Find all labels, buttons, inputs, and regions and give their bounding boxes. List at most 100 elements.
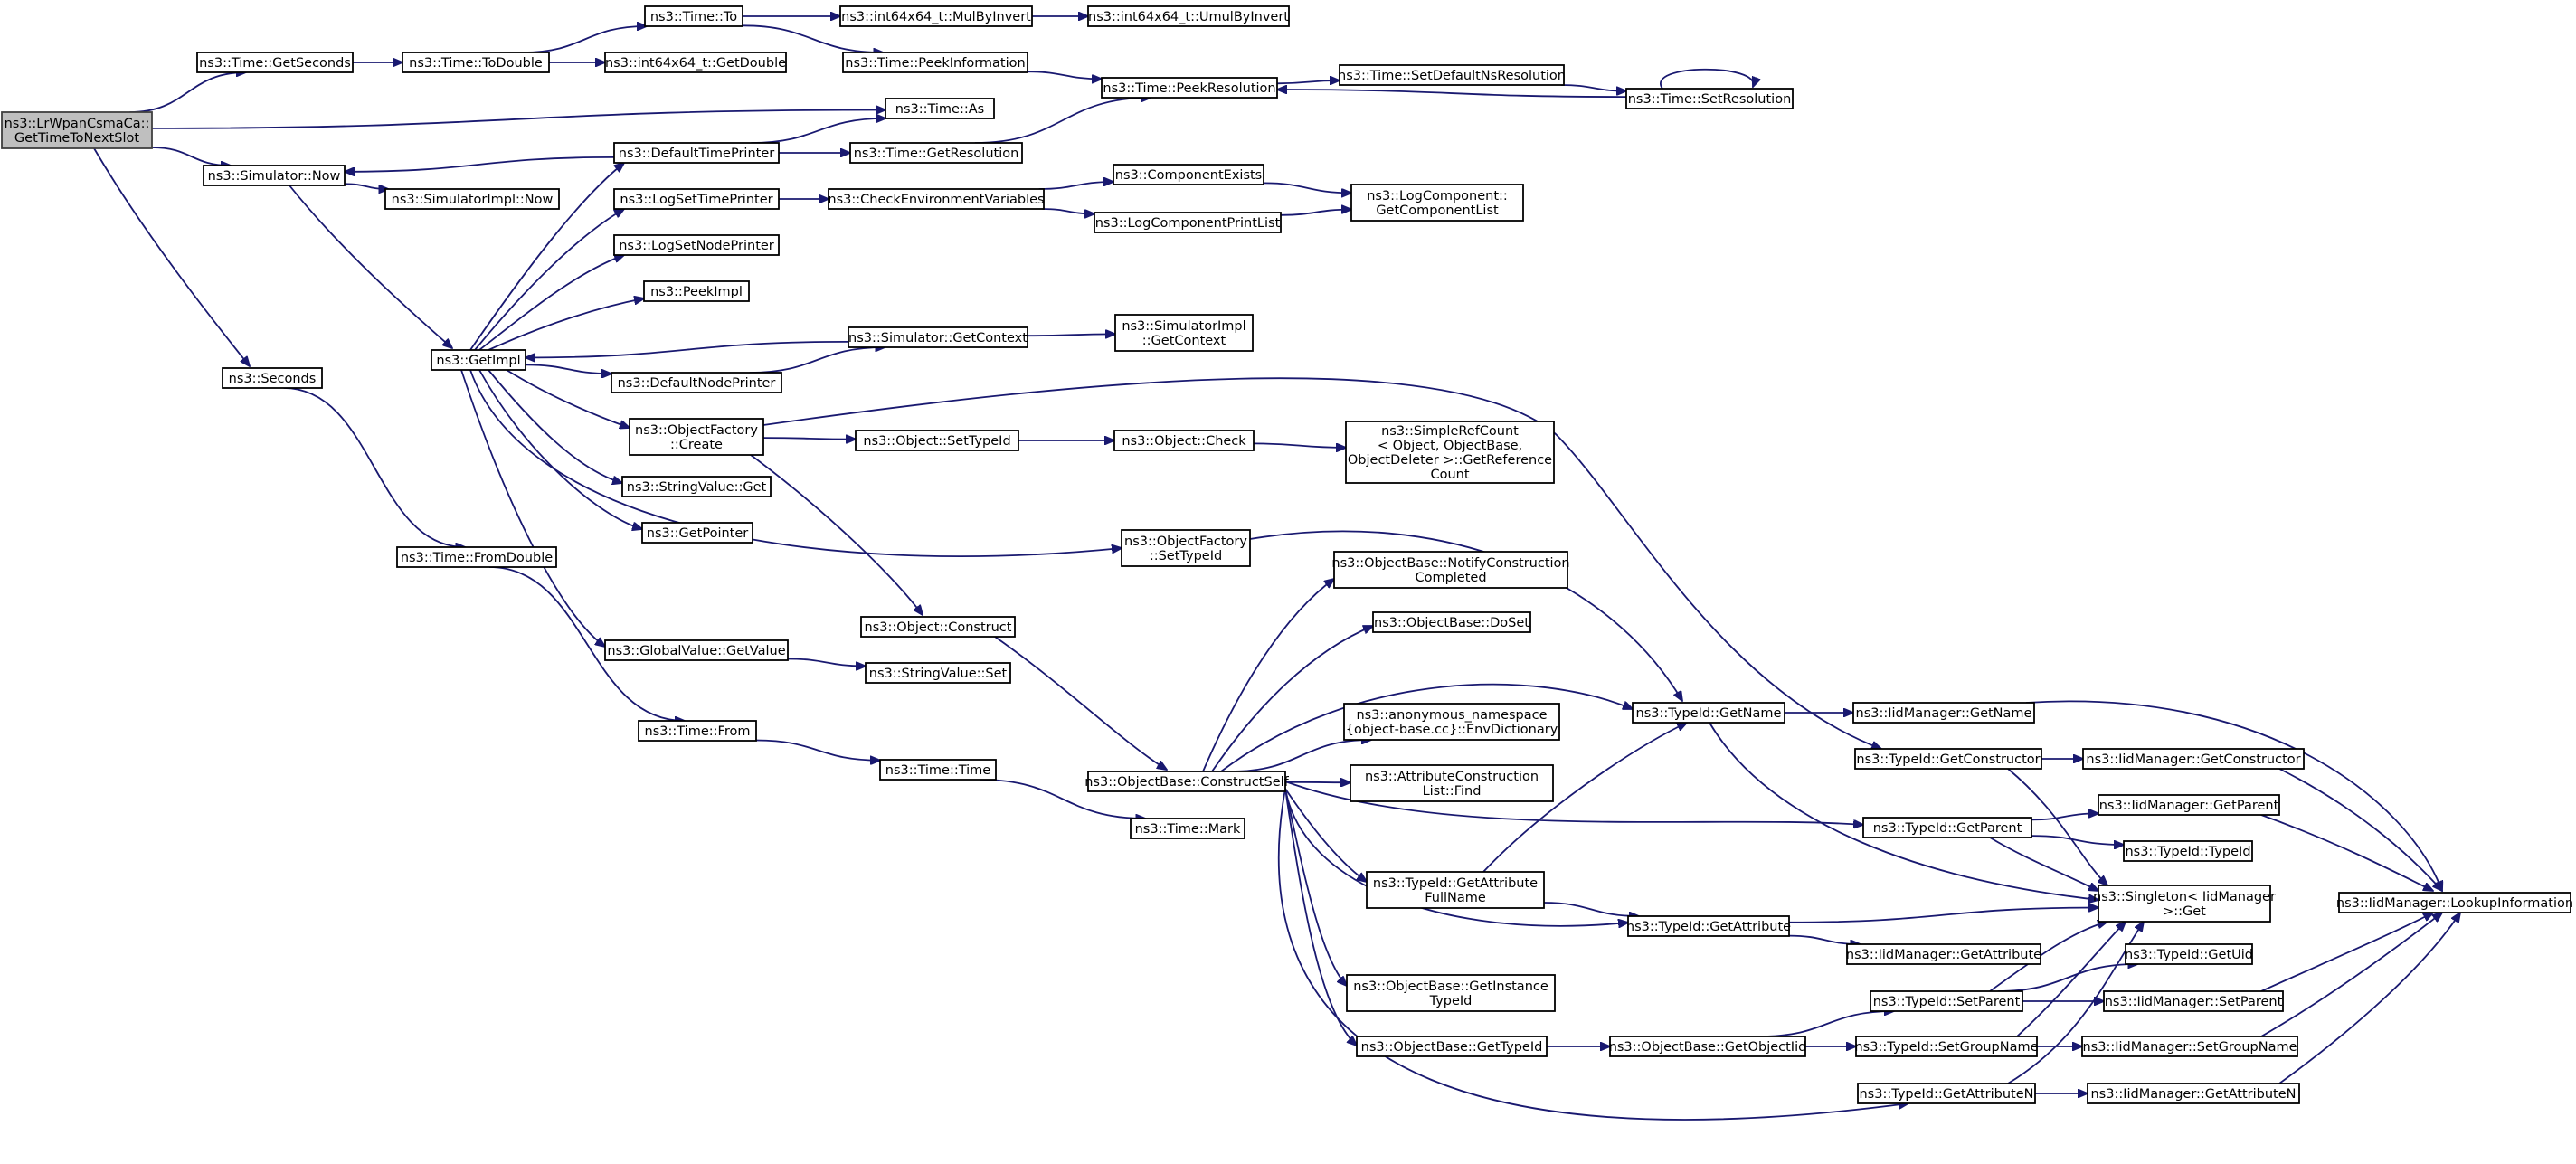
function-node[interactable]: ns3::ObjectBase::GetObjectIid xyxy=(1609,1036,1807,1057)
function-node[interactable]: ns3::DefaultTimePrinter xyxy=(613,142,780,164)
function-node[interactable]: ns3::TypeId::SetParent xyxy=(1870,990,2023,1012)
function-node-label: ns3::int64x64_t::MulByInvert xyxy=(841,10,1031,24)
function-node[interactable]: ns3::LogSetTimePrinter xyxy=(613,188,780,210)
function-node[interactable]: ns3::Time::As xyxy=(885,98,995,119)
function-node-box xyxy=(1094,212,1282,233)
function-node[interactable]: ns3::Object::SetTypeId xyxy=(855,430,1019,451)
function-node[interactable]: ns3::ComponentExists xyxy=(1113,164,1264,185)
function-node[interactable]: ns3::Time::PeekInformation xyxy=(842,52,1028,73)
call-edge-n19-n20 xyxy=(1280,210,1351,216)
function-node[interactable]: ns3::IidManager::GetAttributeN xyxy=(2087,1083,2300,1104)
function-node[interactable]: ns3::ObjectBase::GetTypeId xyxy=(1356,1036,1548,1057)
call-edge-n66-n56 xyxy=(2260,913,2442,1037)
function-node[interactable]: ns3::Time::To xyxy=(644,5,743,27)
function-node[interactable]: ns3::Seconds xyxy=(222,367,323,389)
function-node[interactable]: ns3::Object::Check xyxy=(1113,430,1255,451)
call-edge-n43-n56 xyxy=(2025,700,2442,891)
function-node[interactable]: ns3::ObjectBase::NotifyConstructionCompl… xyxy=(1331,551,1570,589)
function-node[interactable]: ns3::int64x64_t::GetDouble xyxy=(604,52,787,73)
function-node[interactable]: ns3::Time::SetResolution xyxy=(1625,88,1794,109)
function-node[interactable]: ns3::StringValue::Get xyxy=(621,476,772,497)
function-node[interactable]: ns3::Time::Mark xyxy=(1130,818,1245,839)
function-node[interactable]: ns3::StringValue::Set xyxy=(865,662,1011,684)
function-node-label: ns3::ObjectFactory xyxy=(635,423,758,438)
call-edge-n61-n59 xyxy=(1997,964,2138,992)
function-node[interactable]: ns3::DefaultNodePrinter xyxy=(611,372,782,393)
call-edge-n24-n23 xyxy=(526,341,849,358)
function-node[interactable]: ns3::TypeId::GetAttributeN xyxy=(1857,1083,2036,1104)
function-node[interactable]: ns3::int64x64_t::UmulByInvert xyxy=(1087,5,1290,27)
function-node[interactable]: ns3::Time::From xyxy=(638,720,757,742)
function-node-label: ns3::AttributeConstruction xyxy=(1365,770,1539,784)
function-node[interactable]: ns3::Simulator::GetContext xyxy=(848,326,1028,348)
call-edge-n23-n33 xyxy=(478,369,642,529)
function-node[interactable]: ns3::LrWpanCsmaCa::GetTimeToNextSlot xyxy=(1,111,153,149)
function-node[interactable]: ns3::ObjectBase::DoSet xyxy=(1372,611,1531,633)
function-node-box xyxy=(203,165,346,186)
call-edge-n28-n38 xyxy=(750,454,923,615)
function-node[interactable]: ns3::Time::Time xyxy=(879,759,997,781)
function-node[interactable]: ns3::IidManager::SetParent xyxy=(2103,990,2284,1012)
function-node-box xyxy=(1350,184,1524,222)
function-node[interactable]: ns3::TypeId::TypeId xyxy=(2123,840,2253,862)
call-edge-n28-n46 xyxy=(762,377,1881,749)
function-node[interactable]: ns3::Time::PeekResolution xyxy=(1101,77,1278,99)
function-node[interactable]: ns3::Time::FromDouble xyxy=(396,546,557,568)
function-node[interactable]: ns3::TypeId::GetConstructor xyxy=(1854,748,2042,770)
function-node-label: ns3::int64x64_t::UmulByInvert xyxy=(1088,10,1289,24)
function-node[interactable]: ns3::ObjectBase::ConstructSelf xyxy=(1084,771,1290,792)
function-node[interactable]: ns3::IidManager::SetGroupName xyxy=(2081,1036,2298,1057)
function-node[interactable]: ns3::Time::ToDouble xyxy=(402,52,550,73)
function-node[interactable]: ns3::GetPointer xyxy=(641,522,753,544)
function-node[interactable]: ns3::GlobalValue::GetValue xyxy=(604,639,789,661)
function-node[interactable]: ns3::Singleton< IidManager>::Get xyxy=(2093,885,2276,923)
function-node[interactable]: ns3::ObjectFactory::SetTypeId xyxy=(1121,529,1251,567)
function-node[interactable]: ns3::ObjectFactory::Create xyxy=(629,418,764,456)
call-edge-n23-n16 xyxy=(474,209,624,351)
function-node-label: ns3::GetImpl xyxy=(436,354,520,368)
function-node-label: ns3::IidManager::SetGroupName xyxy=(2082,1040,2297,1055)
function-node-label: ns3::LogComponentPrintList xyxy=(1095,216,1281,231)
call-edge-n8-n9 xyxy=(1276,80,1340,83)
function-node[interactable]: ns3::SimulatorImpl::Now xyxy=(384,188,560,210)
function-node[interactable]: ns3::SimpleRefCount< Object, ObjectBase,… xyxy=(1345,421,1555,484)
function-node-box xyxy=(384,188,560,210)
function-node-label: ns3::Singleton< IidManager xyxy=(2093,890,2276,904)
function-node[interactable]: ns3::TypeId::GetUid xyxy=(2125,943,2253,965)
function-node[interactable]: ns3::SimulatorImpl::GetContext xyxy=(1114,314,1254,352)
call-edge-n48-n41 xyxy=(1230,740,1371,772)
function-node[interactable]: ns3::LogComponent::GetComponentList xyxy=(1350,184,1524,222)
function-node[interactable]: ns3::IidManager::GetAttribute xyxy=(1846,943,2041,965)
function-node[interactable]: ns3::Object::Construct xyxy=(860,616,1016,638)
function-node[interactable]: ns3::int64x64_t::MulByInvert xyxy=(839,5,1033,27)
function-node[interactable]: ns3::LogComponentPrintList xyxy=(1094,212,1282,233)
function-node[interactable]: ns3::LogSetNodePrinter xyxy=(613,234,780,256)
function-node[interactable]: ns3::TypeId::GetParent xyxy=(1862,817,2032,838)
function-node-box xyxy=(2098,885,2271,923)
function-node[interactable]: ns3::IidManager::LookupInformation xyxy=(2336,892,2573,913)
function-node-label: ns3::IidManager::GetParent xyxy=(2099,799,2279,813)
function-node[interactable]: ns3::IidManager::GetParent xyxy=(2098,794,2280,816)
function-node[interactable]: ns3::CheckEnvironmentVariables xyxy=(828,188,1045,210)
function-node[interactable]: ns3::TypeId::SetGroupName xyxy=(1854,1036,2039,1057)
function-node-box xyxy=(2087,1083,2300,1104)
function-node[interactable]: ns3::Time::GetSeconds xyxy=(196,52,354,73)
function-node[interactable]: ns3::TypeId::GetName xyxy=(1632,702,1785,724)
function-node[interactable]: ns3::Time::SetDefaultNsResolution xyxy=(1338,64,1566,86)
function-node-label: ns3::TypeId::TypeId xyxy=(2125,845,2250,859)
call-edge-n0-n14 xyxy=(151,147,231,166)
function-node[interactable]: ns3::TypeId::GetAttribute xyxy=(1626,915,1791,937)
function-node-label: ns3::TypeId::GetName xyxy=(1636,706,1782,721)
function-node[interactable]: ns3::IidManager::GetName xyxy=(1852,702,2035,724)
function-node[interactable]: ns3::Time::GetResolution xyxy=(849,142,1023,164)
call-edge-n2-n3 xyxy=(522,26,647,53)
function-node-box xyxy=(643,280,750,302)
function-node[interactable]: ns3::GetImpl xyxy=(431,349,526,371)
function-node[interactable]: ns3::IidManager::GetConstructor xyxy=(2082,748,2305,770)
function-node[interactable]: ns3::Simulator::Now xyxy=(203,165,346,186)
function-node[interactable]: ns3::anonymous_namespace{object-base.cc}… xyxy=(1343,703,1560,741)
function-node[interactable]: ns3::PeekImpl xyxy=(643,280,750,302)
